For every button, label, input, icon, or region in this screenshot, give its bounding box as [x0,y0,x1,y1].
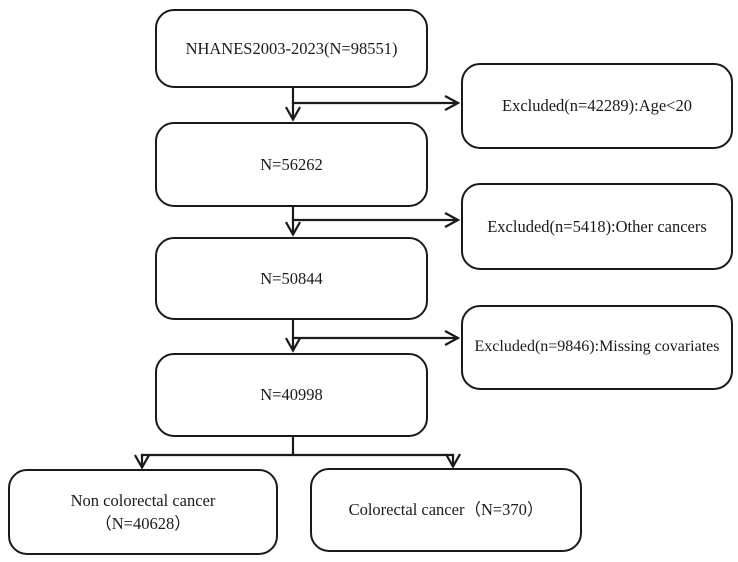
node-excluded-other-cancers-label: Excluded(n=5418):Other cancers [487,216,707,236]
node-non-colorectal-cancer: Non colorectal cancer （N=40628） [8,469,278,555]
arrow-branch-excluded-age [291,95,461,111]
arrow-n50844-to-n40998 [285,318,301,353]
node-excluded-missing-covariates-label: Excluded(n=9846):Missing covariates [474,338,720,356]
arrow-n56262-to-n50844 [285,205,301,237]
node-excluded-other-cancers: Excluded(n=5418):Other cancers [461,183,733,270]
node-after-covariate-exclusion: N=40998 [155,353,428,437]
node-after-cancer-exclusion-label: N=50844 [260,268,323,288]
node-excluded-age-label: Excluded(n=42289):Age<20 [502,96,692,116]
node-colorectal-cancer: Colorectal cancer（N=370） [310,468,582,552]
arrow-branch-excluded-other [291,212,461,228]
node-after-age-exclusion: N=56262 [155,122,428,207]
node-nhanes-total: NHANES2003-2023(N=98551) [155,9,428,88]
node-non-colorectal-cancer-line2: （N=40628） [95,514,191,533]
node-nhanes-total-label: NHANES2003-2023(N=98551) [185,38,398,58]
node-after-cancer-exclusion: N=50844 [155,237,428,320]
node-after-covariate-exclusion-label: N=40998 [260,385,323,405]
node-excluded-age: Excluded(n=42289):Age<20 [461,63,733,149]
node-colorectal-cancer-label: Colorectal cancer（N=370） [348,500,544,520]
arrow-branch-excluded-missing [291,330,461,346]
node-non-colorectal-cancer-line1: Non colorectal cancer [70,490,216,510]
node-after-age-exclusion-label: N=56262 [260,154,323,174]
arrow-split-to-outcomes [134,435,461,470]
node-excluded-missing-covariates: Excluded(n=9846):Missing covariates [461,305,733,390]
arrow-total-to-n56262 [285,86,301,122]
